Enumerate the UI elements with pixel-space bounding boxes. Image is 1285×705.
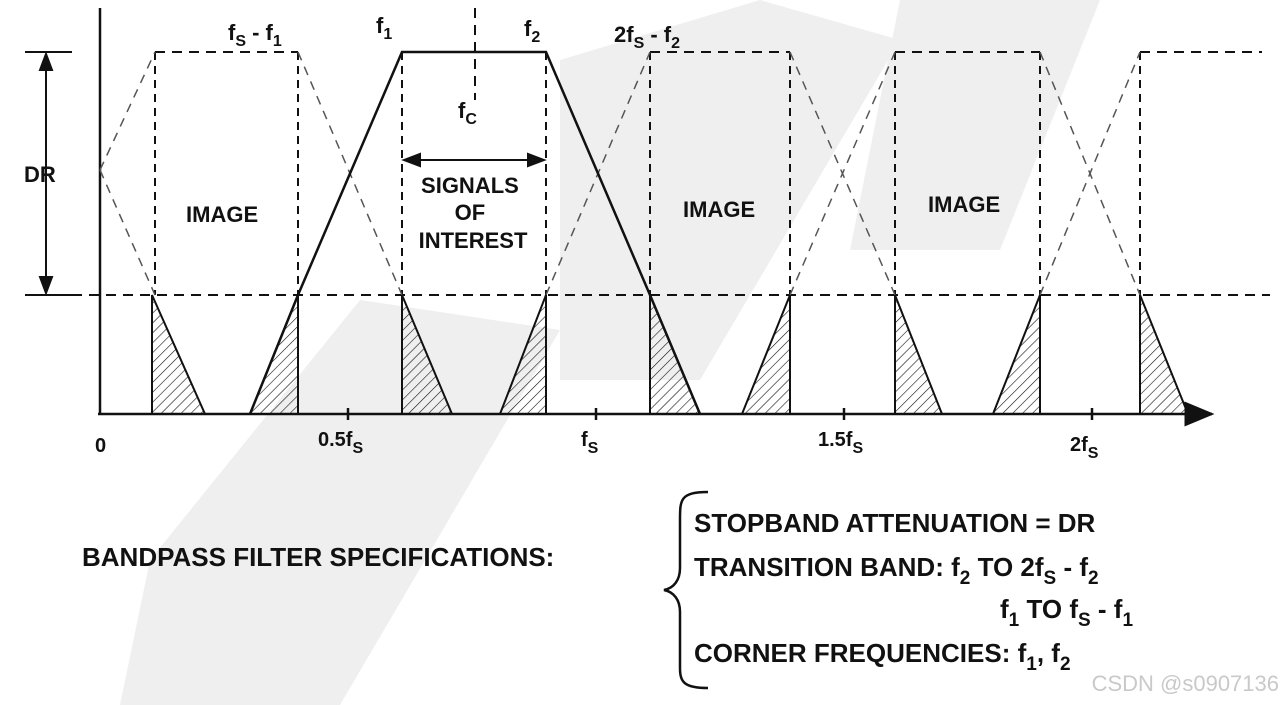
x-tick-label-fs: fS [581, 429, 599, 457]
background-watermark [120, 0, 1100, 705]
dr-indicator [25, 51, 72, 296]
fs-minus-f1-label: fS - f1 [228, 20, 282, 50]
f2-label: f2 [524, 16, 540, 46]
image-label-mid: IMAGE [683, 197, 755, 222]
x-tick-label-0: 0 [95, 435, 106, 457]
dr-label: DR [24, 162, 56, 187]
aliased-regions [151, 294, 1190, 415]
image-label-right: IMAGE [928, 192, 1000, 217]
x-tick-label-0.5fs: 0.5fS [318, 429, 363, 457]
signals-of-interest-label: SIGNALS OF INTEREST [419, 173, 528, 253]
2fs-minus-f2-label: 2fS - f2 [614, 22, 680, 52]
spec-transition-2: f1 TO fS - f1 [1000, 594, 1133, 631]
x-tick-label-2fs: 2fS [1070, 434, 1099, 462]
spec-corner-frequencies: CORNER FREQUENCIES: f1, f2 [694, 638, 1071, 675]
f1-label: f1 [376, 13, 392, 43]
spec-stopband: STOPBAND ATTENUATION = DR [694, 508, 1096, 538]
image-edges [154, 52, 1141, 295]
watermark-text: CSDN @s0907136 [1091, 671, 1279, 696]
image-label-left: IMAGE [186, 202, 258, 227]
x-tick-label-1.5fs: 1.5fS [818, 429, 863, 457]
specs-heading: BANDPASS FILTER SPECIFICATIONS: [82, 542, 554, 572]
spec-transition-1: TRANSITION BAND: f2 TO 2fS - f2 [694, 552, 1099, 589]
specs-brace [663, 490, 709, 690]
signals-bracket [401, 152, 547, 168]
reference-lines [72, 8, 1270, 296]
fc-label: fC [458, 98, 477, 128]
